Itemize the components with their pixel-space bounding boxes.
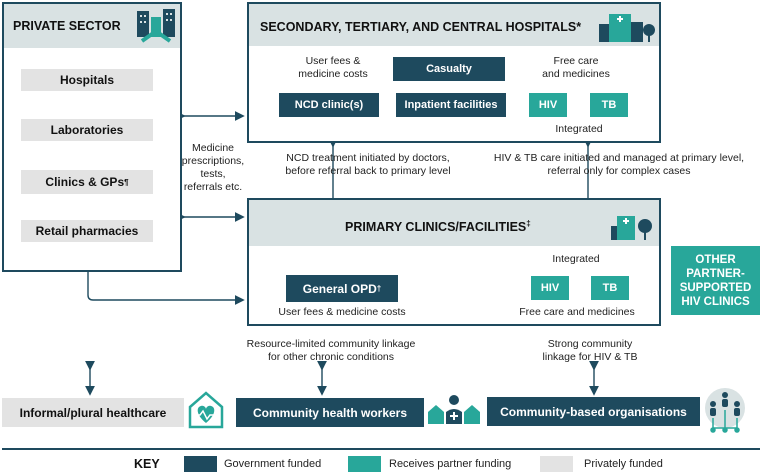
other-partner-line-2: PARTNER- <box>686 267 745 280</box>
ncd-clinic-box: NCD clinic(s) <box>279 93 379 117</box>
hivtb-text-line-2: referral only for complex cases <box>547 165 691 177</box>
resource-line-2: for other chronic conditions <box>267 351 395 363</box>
casualty-box: Casualty <box>393 57 505 81</box>
casualty-label: Casualty <box>426 63 472 75</box>
hospital-fees-line-2: medicine costs <box>298 68 368 80</box>
other-partner-line-1: OTHER <box>695 253 736 266</box>
primary-title: PRIMARY CLINICS/FACILITIES <box>345 220 527 235</box>
heart-house-icon <box>188 391 224 429</box>
clinic-building-icon <box>611 216 652 240</box>
inpatient-facilities-box: Inpatient facilities <box>396 93 506 117</box>
primary-clinics-panel: PRIMARY CLINICS/FACILITIES‡ Integrated G… <box>247 198 661 326</box>
inpatient-label: Inpatient facilities <box>404 99 498 111</box>
other-partner-hiv-clinics: OTHER PARTNER- SUPPORTED HIV CLINICS <box>671 246 760 315</box>
informal-healthcare-box: Informal/plural healthcare <box>2 398 184 427</box>
private-laboratories-label: Laboratories <box>50 123 124 137</box>
ncd-text-line-1: NCD treatment initiated by doctors, <box>286 152 450 164</box>
ncd-clinic-label: NCD clinic(s) <box>294 99 364 111</box>
primary-integrated-text: Integrated <box>552 253 600 265</box>
medicine-prescriptions-text: Medicine prescriptions, tests, referrals… <box>178 142 248 194</box>
key-private-label: Privately funded <box>584 458 663 470</box>
hospitals-title: SECONDARY, TERTIARY, AND CENTRAL HOSPITA… <box>260 20 582 34</box>
private-clinics-gps: Clinics & GPs¶ <box>21 170 153 194</box>
primary-footnote-mark: ‡ <box>526 219 531 228</box>
general-opd-box: General OPD† <box>286 275 398 302</box>
hospital-hiv-label: HIV <box>538 99 558 111</box>
opd-footnote-mark: † <box>376 284 382 293</box>
community-health-workers-box: Community health workers <box>236 398 424 427</box>
community-based-organisations-box: Community-based organisations <box>487 397 700 426</box>
private-retail-pharmacies: Retail pharmacies <box>21 220 153 242</box>
key-private-swatch <box>540 456 573 472</box>
strong-line-1: Strong community <box>547 338 633 350</box>
private-sector-panel: PRIVATE SECTOR Hospitals Laboratories Cl… <box>2 2 182 272</box>
hospital-free-care-text: Free care and medicines <box>531 55 621 81</box>
key-label: KEY <box>134 457 160 471</box>
resource-limited-text: Resource-limited community linkage for o… <box>236 338 426 364</box>
clinics-footnote-mark: ¶ <box>124 177 129 187</box>
strong-line-2: linkage for HIV & TB <box>542 351 638 363</box>
key-government-label: Government funded <box>224 458 322 470</box>
general-opd-label: General OPD <box>302 281 377 296</box>
private-pharmacies-label: Retail pharmacies <box>35 224 139 238</box>
other-partner-line-3: SUPPORTED <box>679 281 752 294</box>
private-hospitals-label: Hospitals <box>59 73 114 87</box>
medicine-line-1: Medicine <box>191 142 235 154</box>
medicine-line-2: prescriptions, <box>181 155 245 167</box>
hivtb-text-line-1: HIV & TB care initiated and managed at p… <box>493 152 745 164</box>
ncd-text-line-2: before referral back to primary level <box>285 165 451 177</box>
primary-header: PRIMARY CLINICS/FACILITIES‡ <box>249 200 659 246</box>
buildings-handshake-icon <box>137 9 175 43</box>
other-partner-line-4: HIV CLINICS <box>681 295 750 308</box>
private-sector-title: PRIVATE SECTOR <box>13 19 121 33</box>
hospital-building-icon <box>599 14 655 42</box>
primary-tb-label: TB <box>602 282 618 294</box>
hospital-free-line-2: and medicines <box>542 68 610 80</box>
primary-tb-box: TB <box>591 276 629 300</box>
hospital-tb-label: TB <box>601 99 617 111</box>
hospital-fees-line-1: User fees & <box>305 55 361 67</box>
primary-free-care-text: Free care and medicines <box>519 306 635 318</box>
strong-linkage-text: Strong community linkage for HIV & TB <box>520 338 660 364</box>
medicine-line-4: referrals etc. <box>183 181 243 193</box>
hospital-integrated-text: Integrated <box>555 123 603 135</box>
hospital-free-line-1: Free care <box>553 55 599 67</box>
primary-hiv-box: HIV <box>531 276 569 300</box>
cbo-label: Community-based organisations <box>500 404 687 419</box>
health-workers-icon <box>428 395 480 424</box>
primary-hiv-label: HIV <box>540 282 560 294</box>
hospitals-header: SECONDARY, TERTIARY, AND CENTRAL HOSPITA… <box>249 4 659 46</box>
hospital-hiv-box: HIV <box>529 93 567 117</box>
key-divider <box>2 448 760 450</box>
medicine-line-3: tests, <box>200 168 226 180</box>
primary-user-fees-text: User fees & medicine costs <box>278 306 406 318</box>
key-partner-swatch <box>348 456 381 472</box>
private-hospitals: Hospitals <box>21 69 153 91</box>
private-clinics-label: Clinics & GPs <box>45 175 125 189</box>
chw-label: Community health workers <box>252 405 408 420</box>
hospitals-panel: SECONDARY, TERTIARY, AND CENTRAL HOSPITA… <box>247 2 661 143</box>
resource-line-1: Resource-limited community linkage <box>246 338 416 350</box>
hospital-tb-box: TB <box>590 93 628 117</box>
community-network-icon <box>705 388 745 433</box>
hospital-user-fees-text: User fees & medicine costs <box>283 55 383 81</box>
ncd-treatment-text: NCD treatment initiated by doctors, befo… <box>262 152 474 178</box>
key-government-swatch <box>184 456 217 472</box>
private-laboratories: Laboratories <box>21 119 153 141</box>
hivtb-care-text: HIV & TB care initiated and managed at p… <box>478 152 760 178</box>
private-sector-header: PRIVATE SECTOR <box>4 4 180 48</box>
informal-label: Informal/plural healthcare <box>19 405 167 420</box>
key-partner-label: Receives partner funding <box>389 458 512 470</box>
